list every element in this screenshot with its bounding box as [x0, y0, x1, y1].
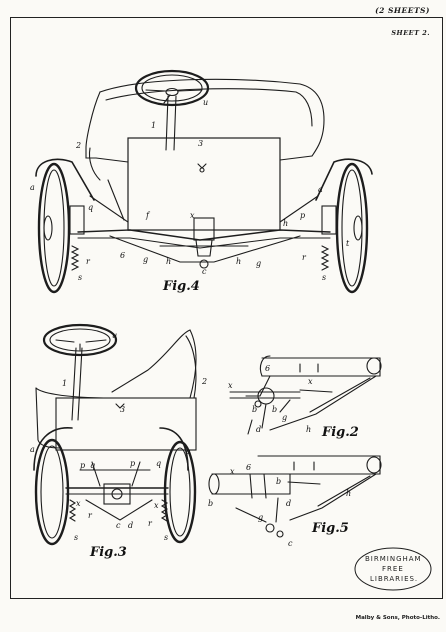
svg-text:c: c	[116, 521, 121, 530]
svg-text:1: 1	[62, 379, 67, 388]
fig2-drawing: 6 x x b b g d h	[228, 355, 382, 435]
svg-text:g: g	[282, 413, 287, 422]
svg-text:a: a	[30, 445, 35, 454]
fig5-label: Fig.5	[311, 521, 349, 536]
svg-text:3: 3	[120, 405, 125, 414]
svg-text:s: s	[74, 533, 78, 542]
svg-text:1: 1	[151, 121, 156, 130]
fig2-label: Fig.2	[321, 425, 359, 440]
fig5-drawing: 6 x b b d g c h	[208, 455, 382, 548]
fig4-label: Fig.4	[162, 279, 200, 294]
svg-text:a: a	[30, 183, 35, 192]
svg-text:h: h	[346, 489, 351, 498]
svg-text:d: d	[286, 499, 291, 508]
svg-text:2: 2	[201, 377, 207, 386]
svg-text:a: a	[186, 447, 191, 456]
svg-text:x: x	[228, 381, 233, 390]
fig3-label: Fig.3	[89, 545, 127, 560]
svg-text:p: p	[130, 459, 135, 468]
svg-text:c: c	[202, 267, 207, 276]
svg-text:s: s	[78, 273, 82, 282]
svg-text:6: 6	[246, 463, 251, 472]
stamp-line-3: LIBRARIES.	[370, 575, 418, 583]
svg-text:f: f	[145, 211, 151, 220]
svg-text:r: r	[88, 511, 93, 520]
stamp-line-2: FREE	[382, 565, 404, 573]
svg-text:p: p	[300, 211, 305, 220]
library-stamp: BIRMINGHAM FREE LIBRARIES.	[354, 547, 432, 591]
svg-text:g: g	[258, 513, 263, 522]
svg-text:x: x	[308, 377, 313, 386]
svg-text:q: q	[156, 459, 161, 468]
svg-text:q: q	[90, 461, 95, 470]
svg-text:h: h	[283, 219, 288, 228]
printer-credit: Malby & Sons, Photo-Litho.	[355, 615, 440, 621]
svg-text:r: r	[86, 257, 91, 266]
svg-text:x: x	[190, 211, 195, 220]
svg-text:b: b	[252, 405, 257, 414]
svg-text:q: q	[88, 203, 93, 212]
svg-text:b: b	[208, 499, 213, 508]
svg-text:3: 3	[198, 139, 203, 148]
svg-text:u: u	[203, 98, 208, 107]
svg-text:b: b	[272, 405, 277, 414]
svg-text:u: u	[112, 331, 117, 340]
svg-text:a: a	[318, 185, 323, 194]
svg-text:b: b	[276, 477, 281, 486]
svg-text:d: d	[256, 425, 261, 434]
svg-text:x: x	[76, 499, 81, 508]
stamp-line-1: BIRMINGHAM	[365, 555, 422, 563]
svg-text:r: r	[302, 253, 307, 262]
svg-text:6: 6	[265, 364, 270, 373]
svg-text:h: h	[166, 257, 171, 266]
svg-text:r: r	[148, 519, 153, 528]
svg-text:x: x	[154, 501, 159, 510]
svg-text:h: h	[236, 257, 241, 266]
svg-text:h: h	[306, 425, 311, 434]
svg-text:g: g	[256, 259, 261, 268]
sheets-count: (2 SHEETS)	[375, 6, 430, 15]
svg-text:d: d	[128, 521, 133, 530]
svg-text:c: c	[288, 539, 293, 548]
svg-text:2: 2	[75, 141, 81, 150]
svg-text:s: s	[322, 273, 326, 282]
svg-text:x: x	[230, 467, 235, 476]
fig3-drawing: u 1 2 3 a a q p p q x x r r c d s s	[30, 323, 207, 546]
svg-text:t: t	[346, 239, 350, 248]
drawing-border	[10, 17, 443, 599]
fig4-drawing: u 1 2 3 a a q p f x h 6 h h g g c r r s …	[30, 69, 373, 294]
sheet-number: SHEET 2.	[391, 29, 430, 37]
svg-text:p: p	[80, 461, 85, 470]
svg-text:6: 6	[120, 251, 125, 260]
svg-text:g: g	[143, 255, 148, 264]
svg-text:s: s	[164, 533, 168, 542]
